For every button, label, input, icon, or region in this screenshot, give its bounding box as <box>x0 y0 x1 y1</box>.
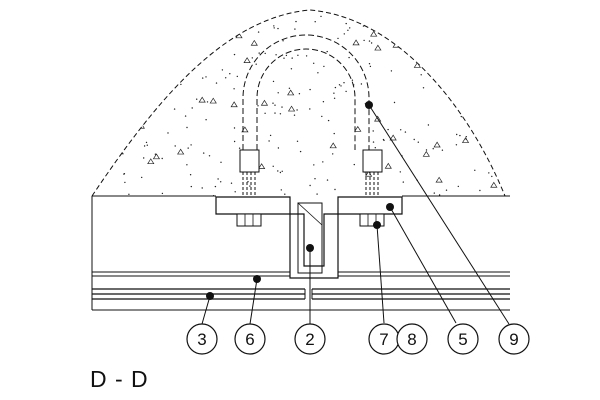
callout-2: 2 <box>294 323 326 355</box>
callout-5: 5 <box>447 323 479 355</box>
svg-text:7: 7 <box>379 330 388 349</box>
svg-text:2: 2 <box>305 330 314 349</box>
svg-text:5: 5 <box>458 330 467 349</box>
svg-text:8: 8 <box>407 330 416 349</box>
callout-8: 8 <box>396 323 428 355</box>
svg-text:3: 3 <box>197 330 206 349</box>
u-bolt <box>242 34 370 150</box>
callout-9: 9 <box>498 323 530 355</box>
svg-text:9: 9 <box>509 330 518 349</box>
bolt-nut-right <box>362 149 383 173</box>
bolt-nut-left <box>239 149 260 173</box>
concrete-outline <box>91 9 506 197</box>
channel-hatch <box>297 202 323 226</box>
concrete-hatch <box>92 11 504 196</box>
callout-7: 7 <box>368 323 400 355</box>
callout-3: 3 <box>186 323 218 355</box>
svg-text:6: 6 <box>245 330 254 349</box>
section-title: D - D <box>90 366 149 392</box>
leader-lines <box>201 104 510 325</box>
callout-6: 6 <box>234 323 266 355</box>
lower-nut-left <box>236 213 262 227</box>
anchor-bracket <box>215 196 403 279</box>
